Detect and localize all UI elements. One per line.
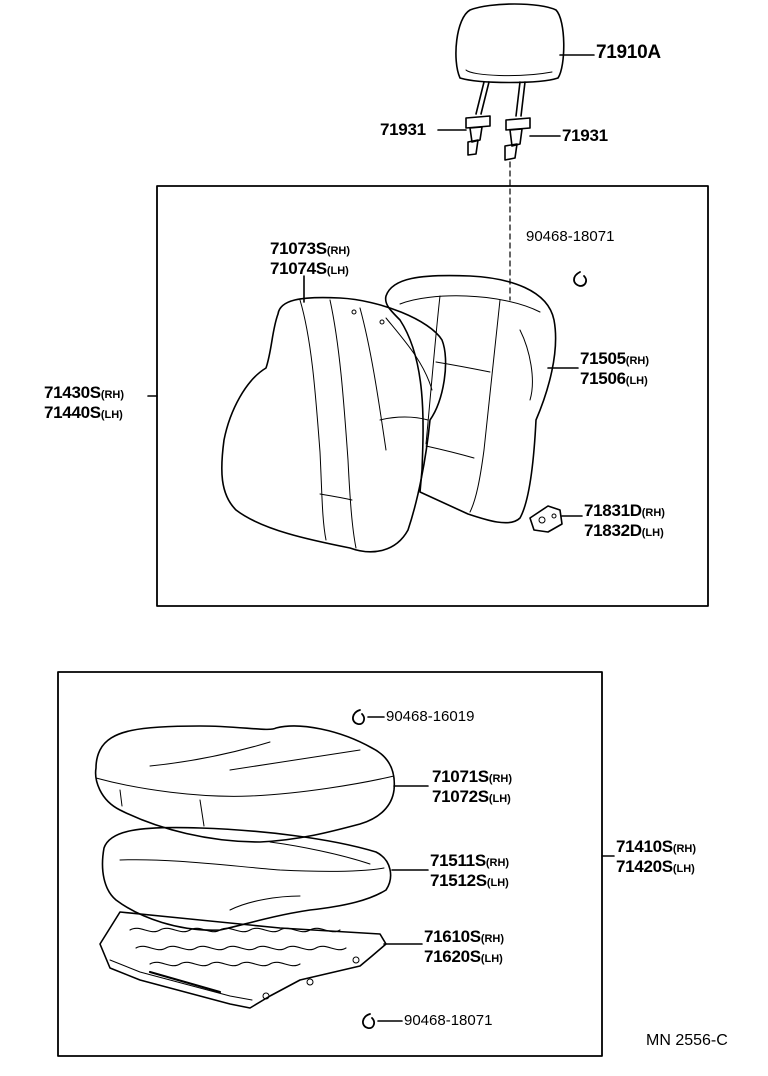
support-right-drawing [504, 117, 531, 161]
label-back-assembly: 71430S(RH) 71440S(LH) [44, 383, 125, 422]
cushion-clip-top-drawing [352, 709, 365, 725]
label-cushion-pad: 71511S(RH) 71512S(LH) [430, 851, 510, 890]
label-support-right: 71931 [562, 126, 608, 145]
back-cover-drawing [220, 296, 447, 553]
label-back-pad: 71505(RH) 71506(LH) [580, 349, 649, 388]
back-pad-drawing [384, 274, 557, 524]
hinge-cover-drawing [529, 505, 563, 533]
headrest-drawing [455, 3, 565, 117]
label-back-cover: 71073S(RH) 71074S(LH) [270, 239, 351, 278]
label-cushion-assembly: 71410S(RH) 71420S(LH) [616, 837, 697, 876]
label-hinge-cover: 71831D(RH) 71832D(LH) [584, 501, 665, 540]
diagram-reference: MN 2556-C [646, 1032, 728, 1049]
label-support-left: 71931 [380, 120, 426, 139]
cushion-assembly-box [57, 671, 603, 1057]
label-cushion-clip-bottom: 90468-18071 [404, 1012, 493, 1029]
back-clip-drawing [573, 271, 587, 287]
cushion-clip-bottom-drawing [362, 1013, 375, 1029]
label-headrest: 71910A [596, 42, 661, 63]
label-cushion-clip-top: 90468-16019 [386, 708, 475, 725]
cushion-cover-drawing [94, 725, 396, 843]
seat-frame-drawing [99, 911, 387, 1009]
label-cushion-cover: 71071S(RH) 71072S(LH) [432, 767, 513, 806]
label-back-clip: 90468-18071 [526, 228, 615, 245]
support-left-drawing [465, 115, 491, 156]
label-seat-frame: 71610S(RH) 71620S(LH) [424, 927, 505, 966]
